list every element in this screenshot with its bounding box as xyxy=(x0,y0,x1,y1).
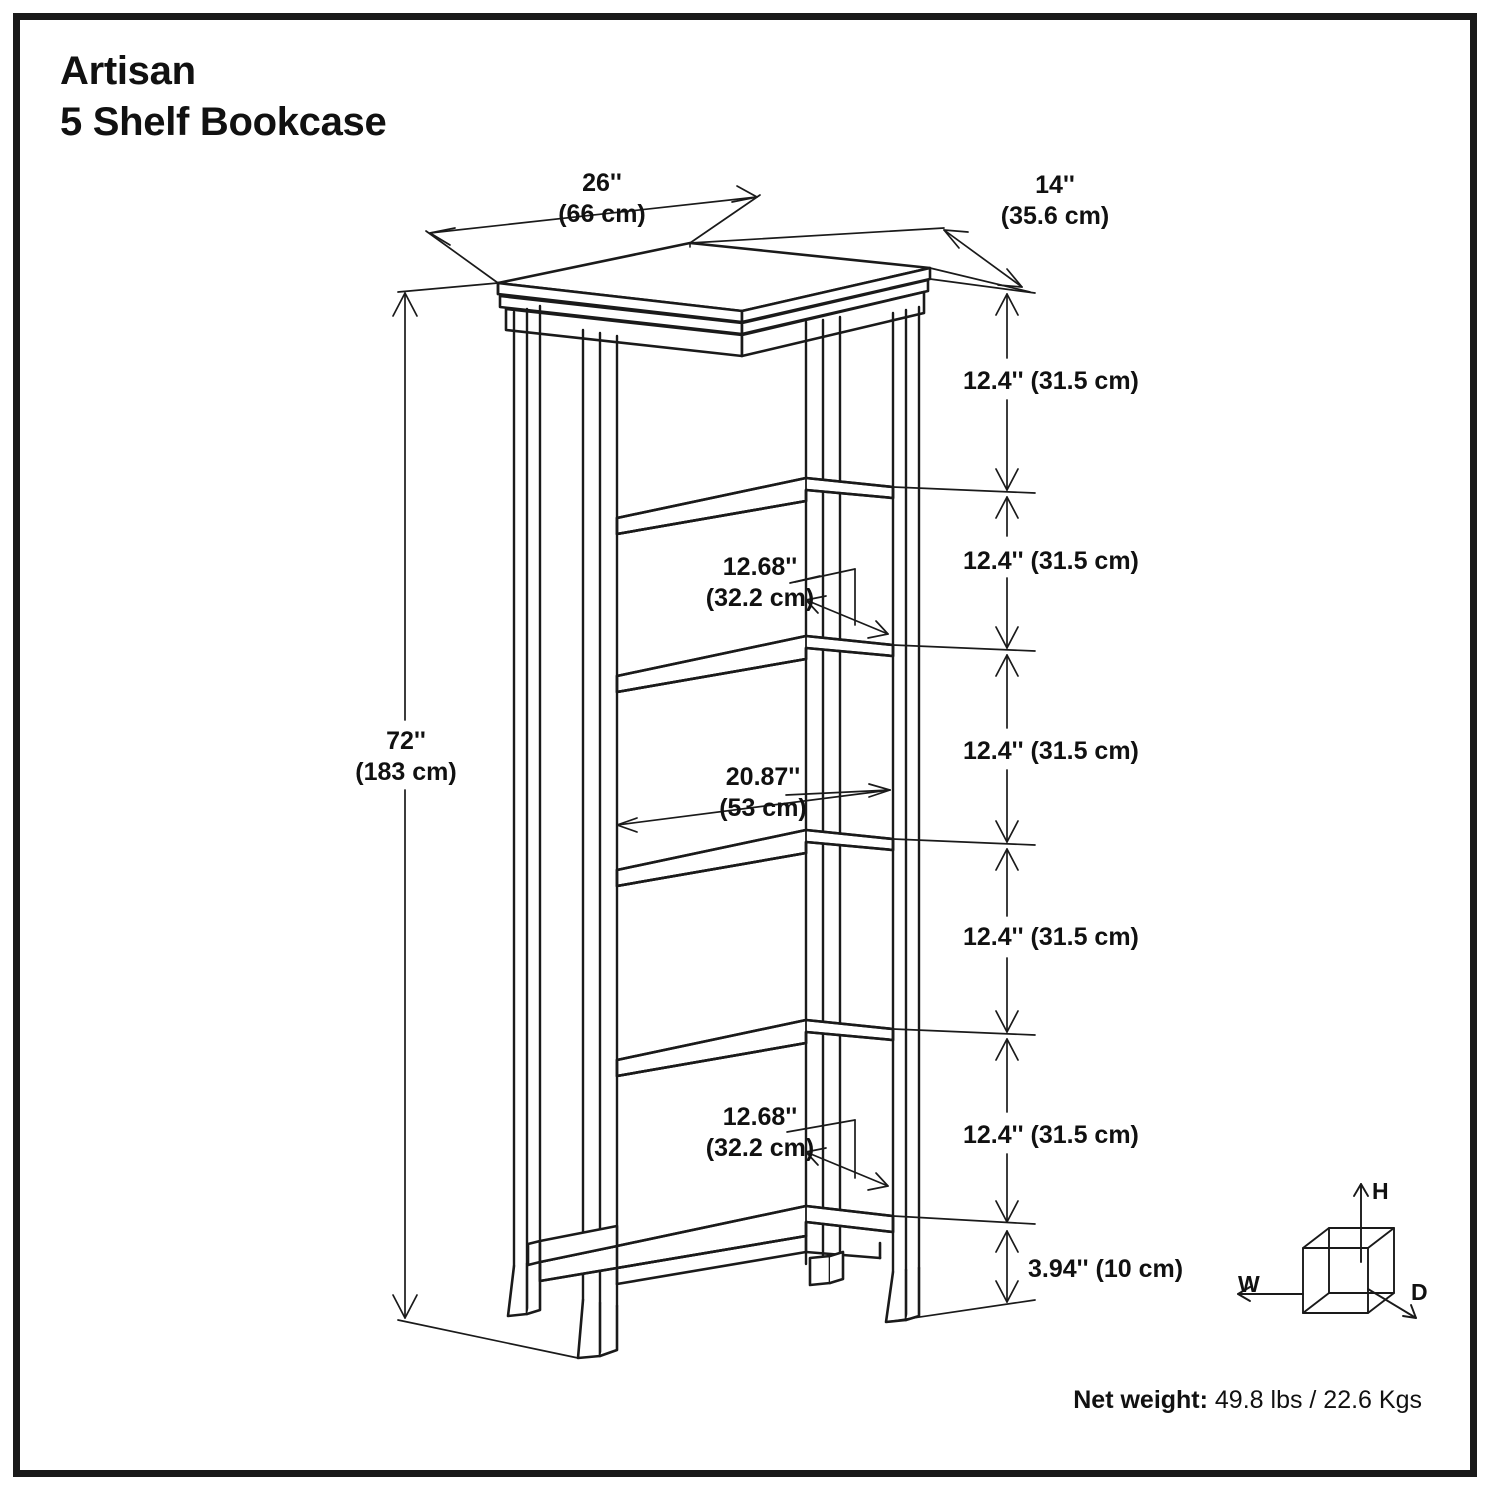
base-apron xyxy=(526,1224,882,1286)
axis-label-depth: D xyxy=(1411,1279,1428,1305)
dim-interior-depth-upper xyxy=(789,568,889,639)
net-weight-label: Net weight: xyxy=(1073,1386,1208,1414)
axis-label-height: H xyxy=(1372,1178,1389,1204)
dim-label-shelf-gap-1: 12.4'' (31.5 cm) xyxy=(963,367,1139,395)
dim-overall-height-cm: (183 cm) xyxy=(355,757,457,786)
dim-interior-width-cm: (53 cm) xyxy=(719,793,807,822)
dim-label-top-depth: 14'' (35.6 cm) xyxy=(960,170,1150,231)
dim-top-width xyxy=(425,185,761,284)
dim-overall-height-inches: 72'' xyxy=(386,727,426,755)
dim-label-shelf-gap-4: 12.4'' (31.5 cm) xyxy=(963,923,1139,951)
dim-label-top-width: 26'' (66 cm) xyxy=(522,168,682,229)
dim-label-shelf-gap-3: 12.4'' (31.5 cm) xyxy=(963,737,1139,765)
dim-top-width-cm: (66 cm) xyxy=(558,199,646,228)
dim-overall-height xyxy=(392,282,579,1359)
dim-top-depth-inches: 14'' xyxy=(1035,171,1075,199)
dim-label-interior-width: 20.87'' (53 cm) xyxy=(663,762,863,823)
net-weight: Net weight: 49.8 lbs / 22.6 Kgs xyxy=(1073,1386,1422,1415)
back-right-post xyxy=(884,305,921,1324)
dim-interior-depth-upper-inches: 12.68'' xyxy=(722,553,798,581)
dim-label-shelf-gap-5: 12.4'' (31.5 cm) xyxy=(963,1121,1139,1149)
net-weight-value: 49.8 lbs / 22.6 Kgs xyxy=(1214,1386,1422,1414)
axis-label-width: W xyxy=(1238,1271,1260,1297)
dim-top-depth-cm: (35.6 cm) xyxy=(1000,201,1110,230)
dim-interior-depth-lower-cm: (32.2 cm) xyxy=(705,1133,815,1162)
page-title: Artisan 5 Shelf Bookcase xyxy=(60,46,387,148)
dim-interior-width-inches: 20.87'' xyxy=(725,763,801,791)
dim-interior-depth-lower xyxy=(786,1119,889,1191)
dim-interior-depth-lower-inches: 12.68'' xyxy=(722,1103,798,1131)
product-name: 5 Shelf Bookcase xyxy=(60,100,387,145)
front-left-post xyxy=(576,328,619,1360)
rear-foot-blocks xyxy=(808,1250,845,1287)
shelf-2 xyxy=(615,634,895,694)
dim-label-interior-depth-lower: 12.68'' (32.2 cm) xyxy=(660,1102,860,1163)
shelf-3 xyxy=(615,828,895,888)
shelf-4 xyxy=(615,1018,895,1078)
dim-chain-right xyxy=(885,278,1036,1323)
dim-label-shelf-gap-2: 12.4'' (31.5 cm) xyxy=(963,547,1139,575)
dim-label-interior-depth-upper: 12.68'' (32.2 cm) xyxy=(660,552,860,613)
dim-label-overall-height: 72'' (183 cm) xyxy=(315,726,497,787)
product-brand: Artisan xyxy=(60,49,196,93)
dim-label-bottom-clearance: 3.94'' (10 cm) xyxy=(1028,1255,1184,1283)
dim-interior-width xyxy=(616,783,891,833)
dim-top-depth xyxy=(689,227,1031,293)
dim-top-width-inches: 26'' xyxy=(582,169,622,197)
shelf-1 xyxy=(615,476,895,536)
axis-legend-cube xyxy=(1237,1183,1417,1319)
back-left-post xyxy=(506,304,542,1318)
dim-interior-depth-upper-cm: (32.2 cm) xyxy=(705,583,815,612)
top-panel xyxy=(496,241,932,358)
